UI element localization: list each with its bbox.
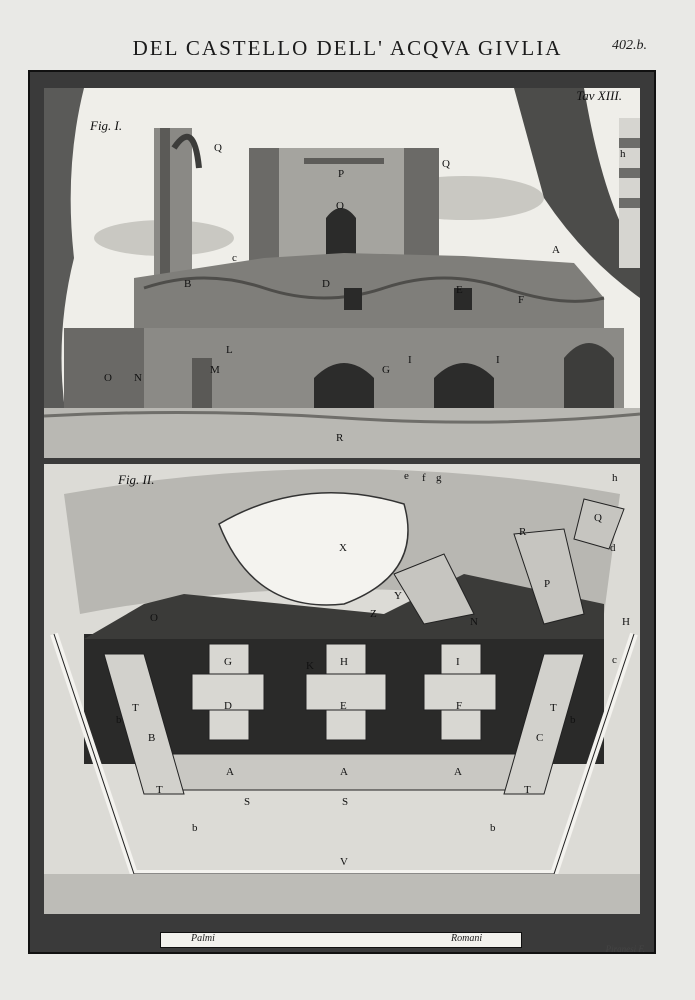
letter-label: D: [224, 700, 232, 712]
letter-label: P: [338, 168, 345, 180]
letter-label: Y: [394, 590, 402, 602]
letter-label: O: [150, 612, 158, 624]
plate-number: Tav XIII.: [576, 88, 622, 103]
letter-label: R: [519, 526, 527, 538]
letter-label: R: [336, 432, 344, 444]
letter-label: E: [340, 700, 347, 712]
letter-label: b: [116, 714, 122, 726]
scale-left-label: Palmi: [191, 933, 215, 944]
letter-label: N: [470, 616, 478, 628]
letter-label: Q: [214, 142, 222, 154]
scale-bar: Palmi Romani: [160, 932, 522, 948]
figure-2-label: Fig. II.: [118, 472, 155, 487]
letter-label: B: [148, 732, 156, 744]
letter-label: O: [336, 200, 344, 212]
letter-label: c: [232, 252, 237, 264]
letter-label: T: [132, 702, 139, 714]
letter-label: I: [408, 354, 412, 366]
page-title: DEL CASTELLO DELL' ACQVA GIVLIA: [132, 36, 563, 60]
figure-1-label: Fig. I.: [90, 118, 123, 133]
letter-label: Z: [370, 608, 377, 620]
letter-label: A: [340, 766, 348, 778]
letter-label: d: [610, 542, 616, 554]
letter-label: H: [622, 616, 630, 628]
letter-label: N: [134, 372, 142, 384]
letter-label: T: [550, 702, 557, 714]
letter-label: D: [322, 278, 330, 290]
letter-label: f: [422, 472, 426, 484]
letter-label: c: [612, 654, 617, 666]
letter-label: V: [340, 856, 348, 868]
letter-label: A: [226, 766, 234, 778]
engraver-signature: Piranesi F.: [605, 944, 645, 954]
letter-label: L: [226, 344, 233, 356]
letter-label: F: [456, 700, 463, 712]
ruins-drawing: [44, 88, 640, 458]
letter-label: A: [552, 244, 560, 256]
letter-label: h: [620, 148, 626, 160]
letter-label: P: [544, 578, 551, 590]
letter-label: b: [570, 714, 576, 726]
letter-label: K: [306, 660, 314, 672]
letter-label: Q: [442, 158, 450, 170]
engraved-plate: Fig. I. Tav XIII. Q P O Q h c A B F D E …: [28, 70, 656, 954]
letter-label: I: [456, 656, 460, 668]
plan-drawing: [44, 464, 640, 914]
letter-label: G: [382, 364, 390, 376]
letter-label: g: [436, 472, 442, 484]
letter-label: M: [210, 364, 220, 376]
letter-label: b: [490, 822, 496, 834]
letter-label: E: [456, 284, 463, 296]
letter-label: S: [244, 796, 251, 808]
letter-label: T: [524, 784, 531, 796]
folio-number: 402.b.: [612, 38, 647, 53]
letter-label: O: [104, 372, 112, 384]
letter-label: I: [496, 354, 500, 366]
letter-label: C: [536, 732, 544, 744]
letter-label: F: [518, 294, 525, 306]
letter-label: h: [612, 472, 618, 484]
scale-right-label: Romani: [451, 933, 483, 944]
letter-label: A: [454, 766, 462, 778]
letter-label: b: [192, 822, 198, 834]
letter-label: S: [342, 796, 349, 808]
letter-label: B: [184, 278, 192, 290]
figure-2-plan: Fig. II. e f g h X R Q d P O Y Z N H c G…: [44, 464, 640, 914]
letter-label: T: [156, 784, 163, 796]
letter-label: H: [340, 656, 348, 668]
letter-label: e: [404, 470, 409, 482]
figure-1-elevation: Fig. I. Tav XIII. Q P O Q h c A B F D E …: [44, 88, 640, 458]
letter-label: G: [224, 656, 232, 668]
letter-label: X: [339, 542, 347, 554]
letter-label: Q: [594, 512, 602, 524]
